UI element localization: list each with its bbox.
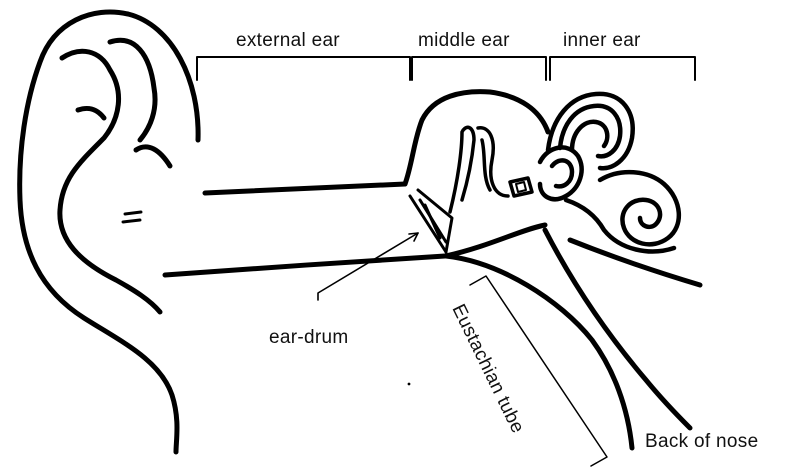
semicircular-canals bbox=[540, 94, 633, 199]
pinna bbox=[20, 12, 198, 452]
middle-ear-bracket bbox=[412, 57, 546, 80]
cochlea bbox=[566, 172, 679, 251]
inner-ear-label: inner ear bbox=[563, 30, 641, 51]
inner-ear-lower-wall bbox=[570, 240, 700, 285]
inner-ear-bracket bbox=[550, 57, 695, 80]
ear-drum-label: ear-drum bbox=[269, 327, 348, 348]
external-ear-bracket bbox=[197, 57, 410, 80]
ossicles bbox=[450, 127, 532, 212]
back-of-nose-label: Back of nose bbox=[645, 431, 758, 452]
ear-canal bbox=[165, 184, 445, 275]
middle-ear-label: middle ear bbox=[418, 30, 510, 51]
middle-ear-chamber bbox=[405, 92, 548, 256]
eardrum bbox=[410, 190, 452, 252]
ear-drum-pointer-arrow bbox=[318, 233, 418, 300]
external-ear-label: external ear bbox=[236, 30, 340, 51]
stray-dot bbox=[408, 383, 411, 386]
